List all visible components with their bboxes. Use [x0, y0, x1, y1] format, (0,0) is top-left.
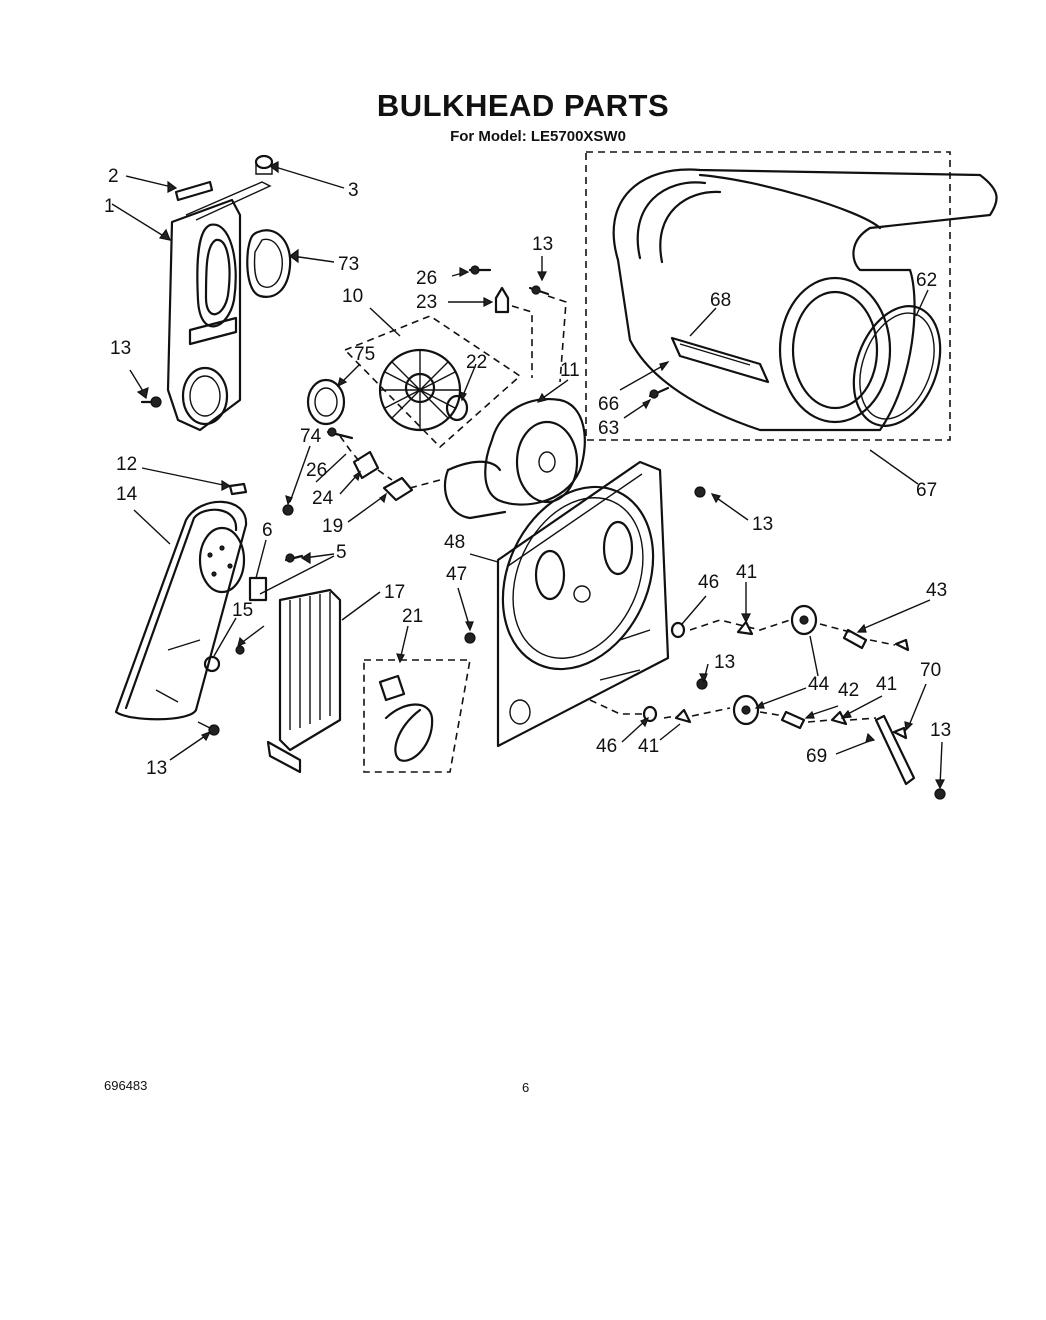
- callout-11: 11: [560, 360, 580, 381]
- callout-2: 2: [108, 166, 119, 187]
- callout-12: 12: [116, 454, 137, 475]
- terminal-part-21: [378, 674, 406, 702]
- callout-63: 63: [598, 418, 619, 439]
- spacer-part-22: [445, 394, 469, 422]
- callout-73: 73: [338, 254, 359, 275]
- callout-13: 13: [930, 720, 951, 741]
- callout-26: 26: [306, 460, 327, 481]
- nut-part-47: [464, 632, 476, 644]
- roller-44-lower-part: [732, 694, 760, 726]
- callout-13: 13: [752, 514, 773, 535]
- callout-22: 22: [466, 352, 487, 373]
- callout-13: 13: [146, 758, 167, 779]
- callout-75: 75: [354, 344, 375, 365]
- callout-41: 41: [638, 736, 659, 757]
- clamp-part-19: [382, 476, 414, 502]
- drum-baffle-part: [670, 336, 770, 384]
- callout-67: 67: [916, 480, 937, 501]
- callout-74: 74: [300, 426, 322, 447]
- heater-element-part-17: [266, 588, 342, 774]
- wire-coil-part-21: [384, 703, 434, 762]
- screw-13-bottom-right-part: [934, 788, 946, 800]
- strip-part-2: [174, 180, 214, 202]
- knob-part-3: [254, 154, 274, 170]
- blower-wheel-part: [378, 348, 462, 432]
- callout-1: 1: [104, 196, 115, 217]
- callout-13: 13: [110, 338, 131, 359]
- washer-46-top-part: [670, 621, 686, 639]
- callout-5: 5: [336, 542, 347, 563]
- callout-24: 24: [312, 488, 334, 509]
- callout-68: 68: [710, 290, 731, 311]
- front-bulkhead-panel-part-48: [496, 460, 670, 748]
- washer-46-bottom-part: [642, 705, 658, 723]
- callout-13: 13: [532, 234, 553, 255]
- callout-43: 43: [926, 580, 947, 601]
- clip-41-lower-part: [674, 708, 692, 724]
- callout-13: 13: [714, 652, 735, 673]
- leader-lines: [111, 161, 945, 790]
- callout-46: 46: [596, 736, 617, 757]
- seal-part-75: [306, 378, 346, 426]
- callout-21: 21: [402, 606, 423, 627]
- callout-41: 41: [876, 674, 897, 695]
- screw-13-front-mid-part: [696, 678, 708, 690]
- screw-74-part: [282, 504, 294, 516]
- callout-17: 17: [384, 582, 405, 603]
- callout-14: 14: [116, 484, 138, 505]
- blower-assembly-box: [343, 315, 522, 449]
- exhaust-duct-part-14: [114, 500, 248, 721]
- drum-assembly-box: [585, 151, 951, 441]
- bracket-part-69: [874, 714, 916, 786]
- callout-3: 3: [348, 180, 359, 201]
- callout-6: 6: [262, 520, 273, 541]
- screw-13-bottom-left-part: [208, 724, 220, 736]
- page-title: BULKHEAD PARTS: [376, 88, 670, 123]
- callout-46: 46: [698, 572, 719, 593]
- callout-26: 26: [416, 268, 437, 289]
- fuse-part-15: [203, 655, 221, 673]
- callout-70: 70: [920, 660, 941, 681]
- heater-kit-box: [363, 659, 471, 773]
- page-number: 6: [522, 1080, 530, 1095]
- drum-part: [612, 168, 998, 432]
- model-subtitle: For Model: LE5700XSW0: [450, 128, 626, 145]
- callout-47: 47: [446, 564, 467, 585]
- callout-15: 15: [232, 600, 253, 621]
- drum-seal-ring-part: [852, 305, 942, 427]
- blower-housing-part-11: [443, 397, 586, 520]
- clip-part-23: [494, 286, 510, 314]
- callout-69: 69: [806, 746, 827, 767]
- document-number: 696483: [104, 1078, 148, 1093]
- callout-66: 66: [598, 394, 619, 415]
- callout-19: 19: [322, 516, 343, 537]
- screw-13-left-part: [140, 396, 162, 408]
- thermostat-part-6: [248, 576, 268, 602]
- callout-48: 48: [444, 532, 465, 553]
- gasket-part-73: [246, 229, 292, 298]
- clip-70-part: [892, 726, 908, 740]
- roller-shaft-43-part: [842, 628, 868, 650]
- callout-10: 10: [342, 286, 363, 307]
- roller-44-upper-part: [790, 604, 818, 636]
- screw-13-front-top-part: [694, 486, 706, 498]
- callout-42: 42: [838, 680, 859, 701]
- clip-70-upper-part: [894, 638, 910, 652]
- roller-shaft-42-part: [780, 710, 806, 730]
- callout-41: 41: [736, 562, 757, 583]
- callout-44: 44: [808, 674, 830, 695]
- rear-bulkhead-panel-part: [166, 181, 272, 432]
- callout-23: 23: [416, 292, 437, 313]
- callout-62: 62: [916, 270, 937, 291]
- clip-part-12: [228, 482, 248, 496]
